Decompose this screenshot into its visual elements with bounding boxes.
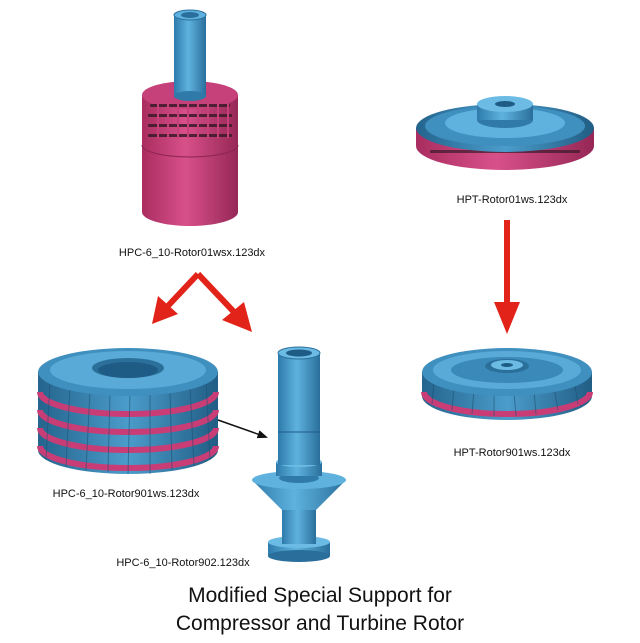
hpt-rotor901-label: HPT-Rotor901ws.123dx	[454, 447, 571, 459]
hpc-rotor902-label: HPC-6_10-Rotor902.123dx	[116, 557, 250, 569]
red-arrow-down	[494, 220, 520, 334]
hpc-rotor01-label: HPC-6_10-Rotor01wsx.123dx	[119, 247, 266, 259]
hpt-rotor01-label: HPT-Rotor01ws.123dx	[457, 194, 568, 206]
black-pointer-arrow	[217, 419, 268, 439]
hpc-rotor902-model	[252, 346, 346, 562]
hpc-rotor901-label: HPC-6_10-Rotor901ws.123dx	[53, 488, 200, 500]
hpt-rotor901-model	[421, 348, 593, 420]
red-arrow-right	[195, 271, 252, 332]
hpt-rotor01-model	[416, 96, 594, 170]
caption-line-1: Modified Special Support for	[188, 584, 452, 607]
hpc-rotor901-model	[37, 348, 219, 475]
caption-line-2: Compressor and Turbine Rotor	[175, 612, 465, 635]
hpc-rotor01-model	[141, 9, 239, 226]
red-arrow-left	[152, 271, 201, 324]
